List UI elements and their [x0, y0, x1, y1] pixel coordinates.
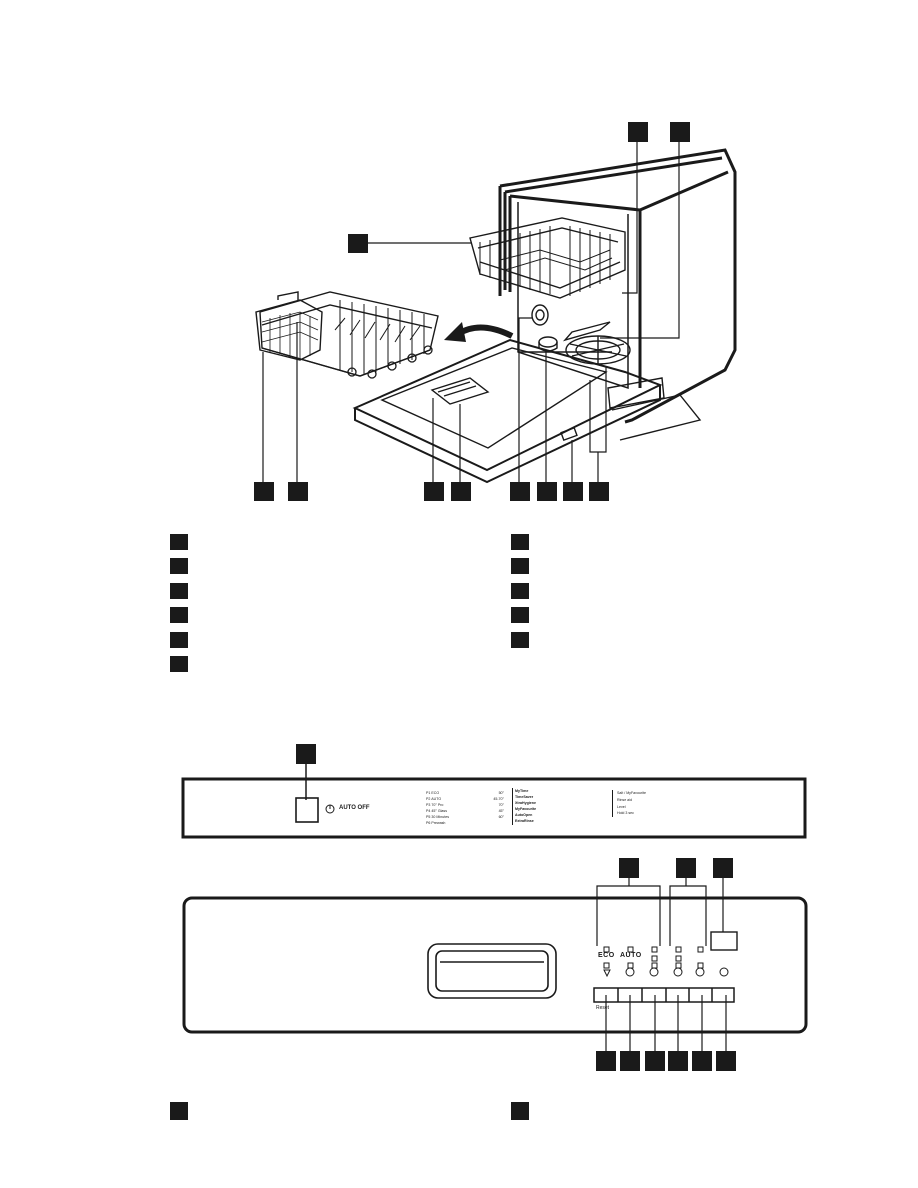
reset-label: Reset — [596, 1005, 610, 1011]
note-item: Rinse aid — [617, 797, 632, 802]
button-program[interactable] — [618, 988, 642, 1002]
button-option-2[interactable] — [666, 988, 689, 1002]
display — [710, 931, 738, 951]
panel-callouts — [596, 858, 736, 1071]
lower-spray-arm — [562, 321, 611, 342]
air-vent — [531, 304, 549, 326]
button-option-3[interactable] — [689, 988, 712, 1002]
legend-markers-top — [170, 534, 529, 672]
note-item: Salt / MyFavourite — [617, 791, 646, 795]
filter — [565, 335, 631, 365]
note-item: Level — [617, 804, 626, 809]
callout-markers — [254, 122, 690, 501]
program-symbols — [603, 967, 729, 978]
auto-indicator-label: AUTO — [620, 952, 642, 959]
door-handle — [427, 943, 557, 999]
option-item: XtraHygiene — [515, 801, 536, 806]
detergent-dispenser — [430, 377, 490, 405]
control-panel-top — [181, 744, 807, 839]
cutlery-basket — [255, 291, 323, 361]
tub-interior — [517, 202, 629, 390]
button-delay-start[interactable] — [712, 988, 734, 1002]
option-item: ExtraRinse — [515, 819, 534, 824]
upper-basket — [469, 217, 626, 299]
program-row: P6 Prewash — [426, 821, 446, 826]
button-option-1[interactable] — [642, 988, 666, 1002]
button-reset[interactable] — [594, 988, 618, 1002]
option-item: MyFavourite — [515, 807, 537, 812]
option-list: MyTime TimeSaver XtraHygiene MyFavourite… — [512, 788, 595, 825]
option-item: MyTime — [515, 789, 529, 793]
basket-wheels — [347, 345, 433, 379]
note-list: Salt / MyFavourite Rinse aid Level Hold … — [612, 790, 727, 818]
pull-out-arrow — [444, 322, 514, 342]
note-item: Hold 3 sec — [617, 811, 634, 816]
dishwasher-cabinet — [498, 148, 737, 424]
button-strip — [593, 987, 735, 1003]
legend-markers-bottom — [170, 1102, 529, 1120]
lower-basket — [259, 291, 439, 379]
on-off-button[interactable] — [295, 797, 319, 823]
auto-off-label: AUTO OFF — [339, 805, 370, 811]
option-item: TimeSaver — [515, 795, 534, 800]
indicator-leds — [603, 946, 704, 969]
control-panel-front — [182, 896, 808, 1034]
leader-lines — [262, 142, 680, 482]
option-item: AutoOpen — [515, 813, 533, 818]
salt-container — [538, 336, 558, 352]
rating-plate — [560, 426, 578, 442]
eco-indicator-label: ECO — [598, 952, 615, 959]
